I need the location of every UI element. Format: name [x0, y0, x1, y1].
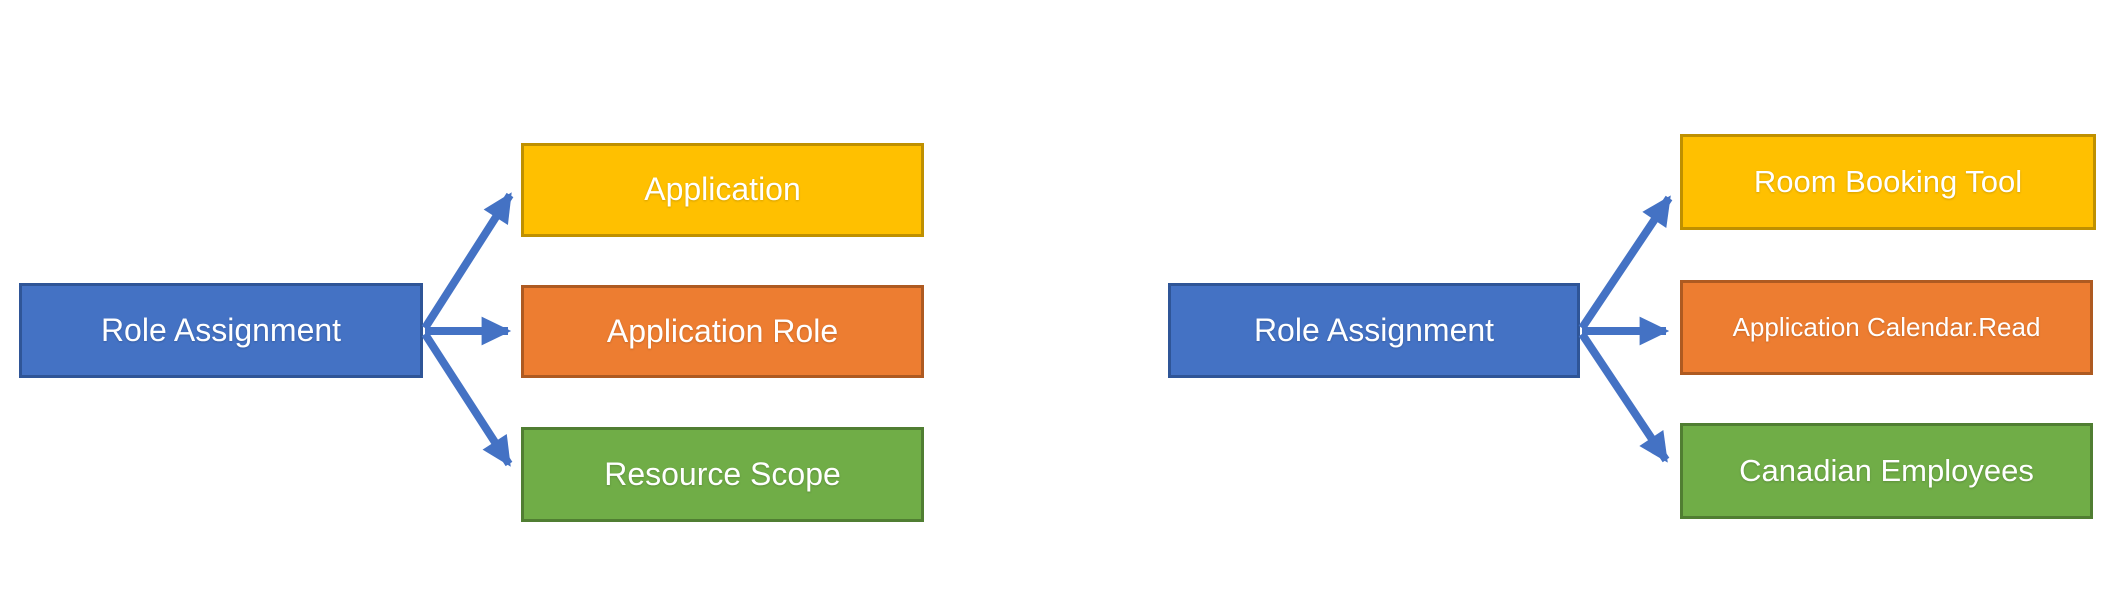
arrow-left-to-resource-scope	[421, 331, 513, 467]
role-assignment-box-left: Role Assignment	[19, 283, 423, 378]
canadian-employees-label: Canadian Employees	[1739, 452, 2034, 488]
room-booking-tool-label: Room Booking Tool	[1753, 163, 2023, 199]
application-calendar-read-label: Application Calendar.Read	[1732, 312, 2041, 343]
canadian-employees-box: Canadian Employees	[1680, 423, 2093, 519]
application-role-label: Application Role	[606, 312, 839, 349]
role-assignment-label-right: Role Assignment	[1253, 311, 1495, 348]
role-assignment-label-left: Role Assignment	[100, 311, 342, 348]
application-label: Application	[644, 171, 801, 208]
arrow-right-to-canadian-employees	[1578, 331, 1670, 463]
arrow-right-to-room-booking-tool	[1578, 195, 1673, 331]
application-calendar-read-box: Application Calendar.Read	[1680, 280, 2093, 375]
application-role-box: Application Role	[521, 285, 924, 378]
room-booking-tool-box: Room Booking Tool	[1680, 134, 2096, 230]
arrow-left-to-application	[421, 192, 514, 331]
application-box: Application	[521, 143, 924, 237]
resource-scope-label: Resource Scope	[604, 455, 841, 492]
role-assignment-box-right: Role Assignment	[1168, 283, 1580, 378]
resource-scope-box: Resource Scope	[521, 427, 924, 522]
